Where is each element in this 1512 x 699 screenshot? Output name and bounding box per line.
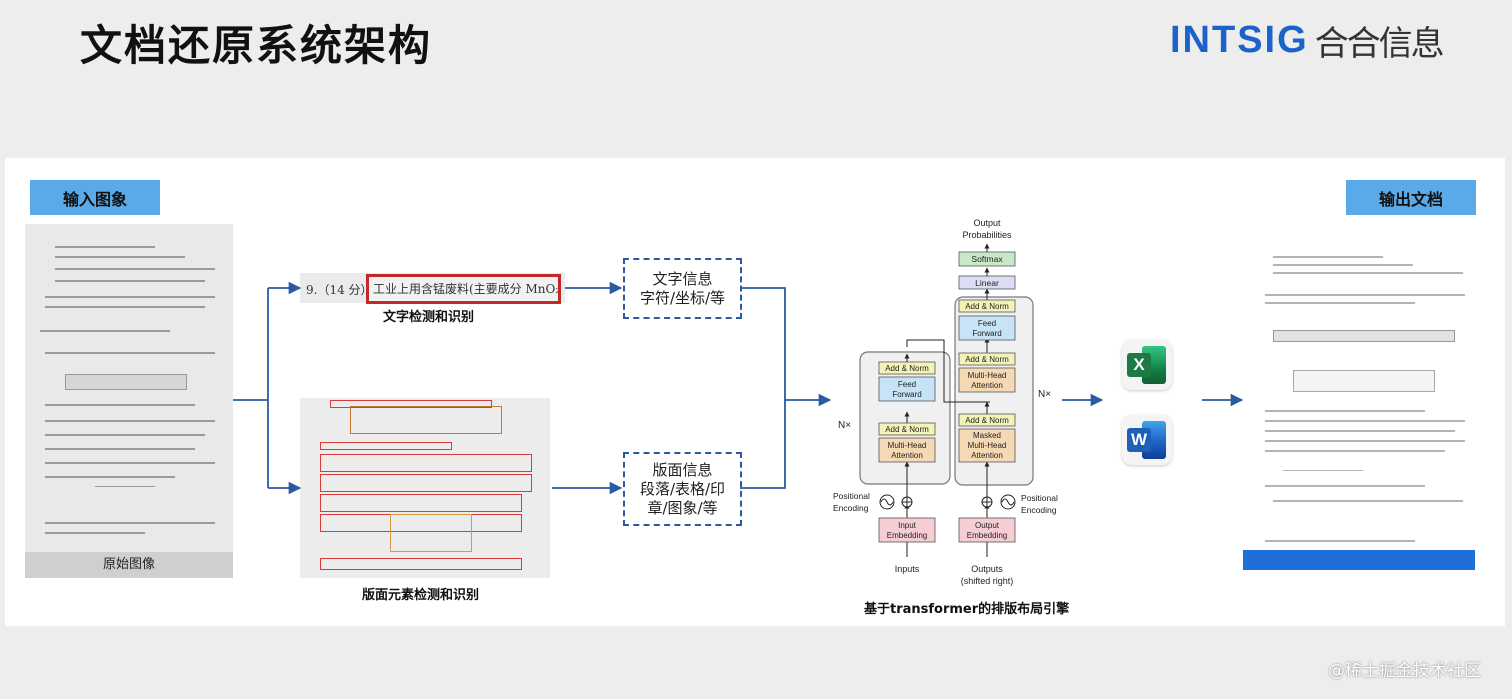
output-document-image xyxy=(1243,230,1475,570)
decoder-multihead-attention xyxy=(958,367,1016,393)
input-label: 输入图象 xyxy=(30,180,160,215)
encoder-feed-forward xyxy=(878,376,936,402)
excel-letter: X xyxy=(1127,353,1151,377)
input-embedding-block xyxy=(878,517,936,543)
decoder-addnorm-3-label: Add & Norm xyxy=(965,302,1009,311)
output-document-footer-bar xyxy=(1243,550,1475,570)
encoder-addnorm-1 xyxy=(878,422,936,436)
decoder-feed-forward xyxy=(958,315,1016,341)
transformer-caption: 基于transformer的排版布局引擎 xyxy=(864,602,1070,617)
input-embedding-label-1: Input xyxy=(898,521,917,530)
brand-logo: INTSIG 合合信息 xyxy=(1170,18,1445,64)
decoder-addnorm-3 xyxy=(958,299,1016,313)
linear-label: Linear xyxy=(975,278,999,288)
decoder-masked-attention xyxy=(958,428,1016,463)
decoder-forward-label: Forward xyxy=(972,329,1001,338)
output-probabilities-label-2: Probabilities xyxy=(962,230,1012,240)
decoder-addnorm-2-label: Add & Norm xyxy=(965,355,1009,364)
encoder-multihead-label: Multi-Head xyxy=(888,441,927,450)
excel-icon: X xyxy=(1122,340,1172,390)
output-label: 输出文档 xyxy=(1346,180,1476,215)
encoder-addnorm-2-label: Add & Norm xyxy=(885,364,929,373)
encoder-multihead-attention xyxy=(878,437,936,463)
encoder-addnorm-1-label: Add & Norm xyxy=(885,425,929,434)
decoder-feed-label: Feed xyxy=(978,319,996,328)
text-detection-strip: 9.（14 分） 工业上用含锰废料(主要成分 MnO₂ xyxy=(300,273,565,304)
decoder-addnorm-2 xyxy=(958,352,1016,366)
encoder-forward-label: Forward xyxy=(892,390,921,399)
decoder-positional-label-2: Encoding xyxy=(1021,505,1057,515)
encoder-nx-label: N× xyxy=(838,420,851,431)
decoder-positional-label-1: Positional xyxy=(1021,493,1058,503)
encoder-positional-label-1: Positional xyxy=(833,491,870,501)
masked-attention-label: Attention xyxy=(971,451,1003,460)
text-detection-caption: 文字检测和识别 xyxy=(383,310,475,325)
arrow-merge-line xyxy=(740,287,786,489)
word-letter: W xyxy=(1127,428,1151,452)
layout-info-box: 版面信息 段落/表格/印 章/图象/等 xyxy=(623,452,742,526)
page-title: 文档还原系统架构 xyxy=(80,21,433,70)
linear-block xyxy=(958,275,1016,290)
watermark: @稀土掘金技术社区 xyxy=(1328,661,1481,681)
layout-detection-image xyxy=(300,398,550,578)
decoder-addnorm-1 xyxy=(958,413,1016,427)
decoder-multihead-label: Multi-Head xyxy=(968,371,1007,380)
output-embedding-block xyxy=(958,517,1016,543)
decoder-addnorm-1-label: Add & Norm xyxy=(965,416,1009,425)
output-probabilities-label-1: Output xyxy=(973,218,1001,228)
layout-info-line2: 段落/表格/印 xyxy=(639,479,726,498)
inputs-label: Inputs xyxy=(895,564,920,574)
masked-label: Masked xyxy=(973,431,1001,440)
output-embedding-label-2: Embedding xyxy=(967,531,1007,540)
detected-text-box: 工业上用含锰废料(主要成分 MnO₂ xyxy=(366,274,561,304)
encoder-positional-label-2: Encoding xyxy=(833,503,869,513)
outputs-label: Outputs xyxy=(971,564,1003,574)
output-embedding-label-1: Output xyxy=(975,521,1000,530)
transformer-diagram: Output Probabilities Softmax Linear Add … xyxy=(833,218,1058,586)
input-embedding-label-2: Embedding xyxy=(887,531,927,540)
text-info-line2: 字符/坐标/等 xyxy=(639,288,726,307)
shifted-right-label: (shifted right) xyxy=(961,576,1014,586)
input-document-image: 原始图像 xyxy=(25,224,233,578)
softmax-label: Softmax xyxy=(971,254,1003,264)
encoder-addnorm-2 xyxy=(878,361,936,375)
layout-info-line1: 版面信息 xyxy=(652,460,713,479)
brand-logo-cn: 合合信息 xyxy=(1314,23,1445,64)
brand-logo-en: INTSIG xyxy=(1170,18,1309,61)
input-image-caption: 原始图像 xyxy=(25,552,233,578)
softmax-block xyxy=(958,251,1016,267)
decoder-attention-label: Attention xyxy=(971,381,1003,390)
decoder-nx-label: N× xyxy=(1038,389,1051,400)
word-icon: W xyxy=(1122,415,1172,465)
layout-info-line3: 章/图象/等 xyxy=(647,498,718,517)
encoder-attention-label: Attention xyxy=(891,451,923,460)
question-number: 9.（14 分） xyxy=(306,283,373,297)
masked-multihead-label: Multi-Head xyxy=(968,441,1007,450)
text-info-line1: 文字信息 xyxy=(652,269,713,288)
encoder-feed-label: Feed xyxy=(898,380,916,389)
layout-detection-caption: 版面元素检测和识别 xyxy=(362,588,480,603)
